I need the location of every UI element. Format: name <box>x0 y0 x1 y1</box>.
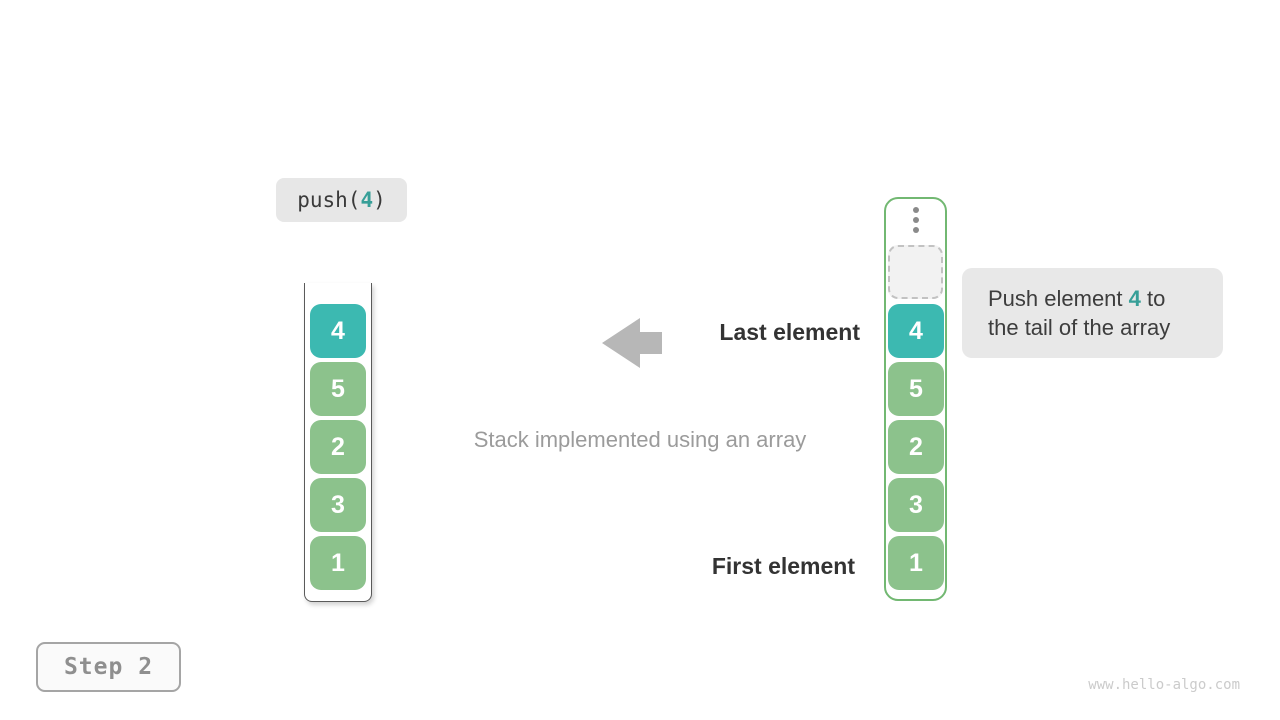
push-operation-suffix: ) <box>373 188 386 212</box>
array-element: 5 <box>888 362 944 416</box>
push-operation-value: 4 <box>360 188 374 212</box>
left-arrow-icon <box>602 318 662 368</box>
stack-element: 3 <box>310 478 366 532</box>
caption-text: Stack implemented using an array <box>473 427 807 452</box>
stack-element: 2 <box>310 420 366 474</box>
push-operation-prefix: push( <box>297 188 361 212</box>
bubble-text-line2: the tail of the array <box>988 315 1171 340</box>
vertical-ellipsis-icon <box>912 207 919 233</box>
array-element: 3 <box>888 478 944 532</box>
step-badge-label: Step 2 <box>63 654 154 680</box>
stack-element: 5 <box>310 362 366 416</box>
bubble-highlight-value: 4 <box>1128 286 1141 311</box>
array-element: 4 <box>888 304 944 358</box>
array-element: 2 <box>888 420 944 474</box>
push-operation-label: push(4) <box>276 178 407 222</box>
empty-array-slot <box>888 245 943 299</box>
bubble-text-after: to <box>1140 286 1166 311</box>
step-badge: Step 2 <box>36 642 181 692</box>
first-element-label: First element <box>711 553 855 579</box>
stack-element: 4 <box>310 304 366 358</box>
stack-element: 1 <box>310 536 366 590</box>
array-element: 1 <box>888 536 944 590</box>
watermark-text: www.hello-algo.com <box>1088 677 1240 693</box>
annotation-bubble: Push element 4 to the tail of the array <box>962 268 1223 358</box>
bubble-text-before: Push element <box>988 286 1129 311</box>
last-element-label: Last element <box>719 319 860 345</box>
